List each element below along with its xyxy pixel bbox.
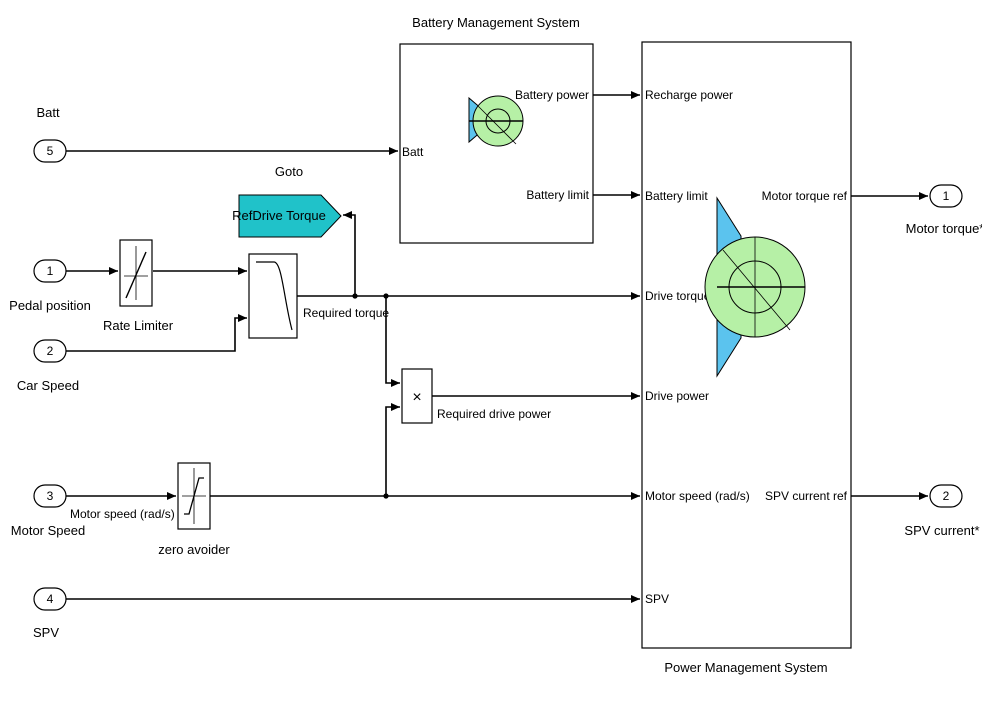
port-label: Motor Speed [11, 523, 85, 538]
battery-management-subsystem[interactable]: Battery Management System Batt Battery p… [399, 15, 594, 244]
ramp-icon [125, 251, 147, 299]
inport-car-speed[interactable]: 2 Car Speed [17, 339, 79, 393]
port-number: 2 [47, 344, 54, 358]
stateflow-chart-icon [704, 196, 806, 378]
pms-out-port-label: Motor torque ref [762, 189, 848, 203]
saturation-icon [184, 477, 204, 515]
goto-tag-label: RefDrive Torque [232, 208, 326, 223]
wire-carspeed [66, 314, 247, 352]
pms-in-port-label: SPV [645, 592, 669, 606]
pms-in-port-label: Drive power [645, 389, 709, 403]
inport-motor-speed[interactable]: 3 Motor Speed [11, 484, 85, 538]
wire-goto-branch [343, 211, 356, 296]
stateflow-chart-icon [468, 95, 524, 147]
goto-tag-shape [238, 194, 342, 238]
block-label: zero avoider [158, 542, 230, 557]
signal-label-motor-speed: Motor speed (rad/s) [70, 507, 175, 521]
outport-spv-current[interactable]: 2 SPV current* [904, 484, 980, 538]
pms-title: Power Management System [664, 660, 827, 675]
power-management-subsystem[interactable]: Power Management System Recharge power B… [641, 41, 852, 675]
signal-wires [66, 91, 928, 603]
bms-title: Battery Management System [412, 15, 580, 30]
port-number: 1 [943, 189, 950, 203]
bms-out-port-label: Battery power [515, 88, 589, 102]
goto-title: Goto [275, 164, 303, 179]
product-block[interactable]: × Required drive power [401, 368, 551, 424]
rate-limiter-block[interactable]: Rate Limiter [103, 239, 174, 333]
zero-avoider-block[interactable]: zero avoider Motor speed (rad/s) [70, 462, 230, 557]
outport-motor-torque[interactable]: 1 Motor torque* [906, 184, 982, 236]
signal-label-required-torque: Required torque [303, 306, 389, 320]
pms-in-port-label: Drive torque [645, 289, 711, 303]
curve-icon [256, 261, 293, 331]
torque-lookup-block[interactable]: Required torque [248, 253, 389, 339]
pms-out-port-label: SPV current ref [765, 489, 848, 503]
port-number: 4 [47, 592, 54, 606]
pms-in-port-label: Battery limit [645, 189, 708, 203]
port-label: Pedal position [9, 298, 91, 313]
junction-dot [383, 293, 389, 299]
bms-out-port-label: Battery limit [526, 188, 589, 202]
inport-spv[interactable]: 4 SPV [33, 587, 67, 640]
wire-product-in1 [385, 296, 400, 387]
inport-pedal-position[interactable]: 1 Pedal position [9, 259, 91, 313]
goto-block[interactable]: Goto RefDrive Torque [232, 164, 342, 238]
junction-dot [352, 293, 358, 299]
pms-in-port-label: Recharge power [645, 88, 733, 102]
inport-batt[interactable]: 5 Batt [33, 105, 67, 163]
wire-product-in2 [385, 403, 400, 496]
block-label: Rate Limiter [103, 318, 174, 333]
multiply-icon: × [412, 389, 421, 406]
junction-dot [383, 493, 389, 499]
port-number: 5 [47, 144, 54, 158]
pms-in-port-label: Motor speed (rad/s) [645, 489, 750, 503]
port-number: 3 [47, 489, 54, 503]
port-number: 1 [47, 264, 54, 278]
port-label: SPV current* [904, 523, 979, 538]
port-number: 2 [943, 489, 950, 503]
port-label: Motor torque* [906, 221, 982, 236]
port-label: Car Speed [17, 378, 79, 393]
port-label: Batt [36, 105, 60, 120]
bms-in-port-label: Batt [402, 145, 424, 159]
port-label: SPV [33, 625, 59, 640]
signal-label-required-drive-power: Required drive power [437, 407, 551, 421]
